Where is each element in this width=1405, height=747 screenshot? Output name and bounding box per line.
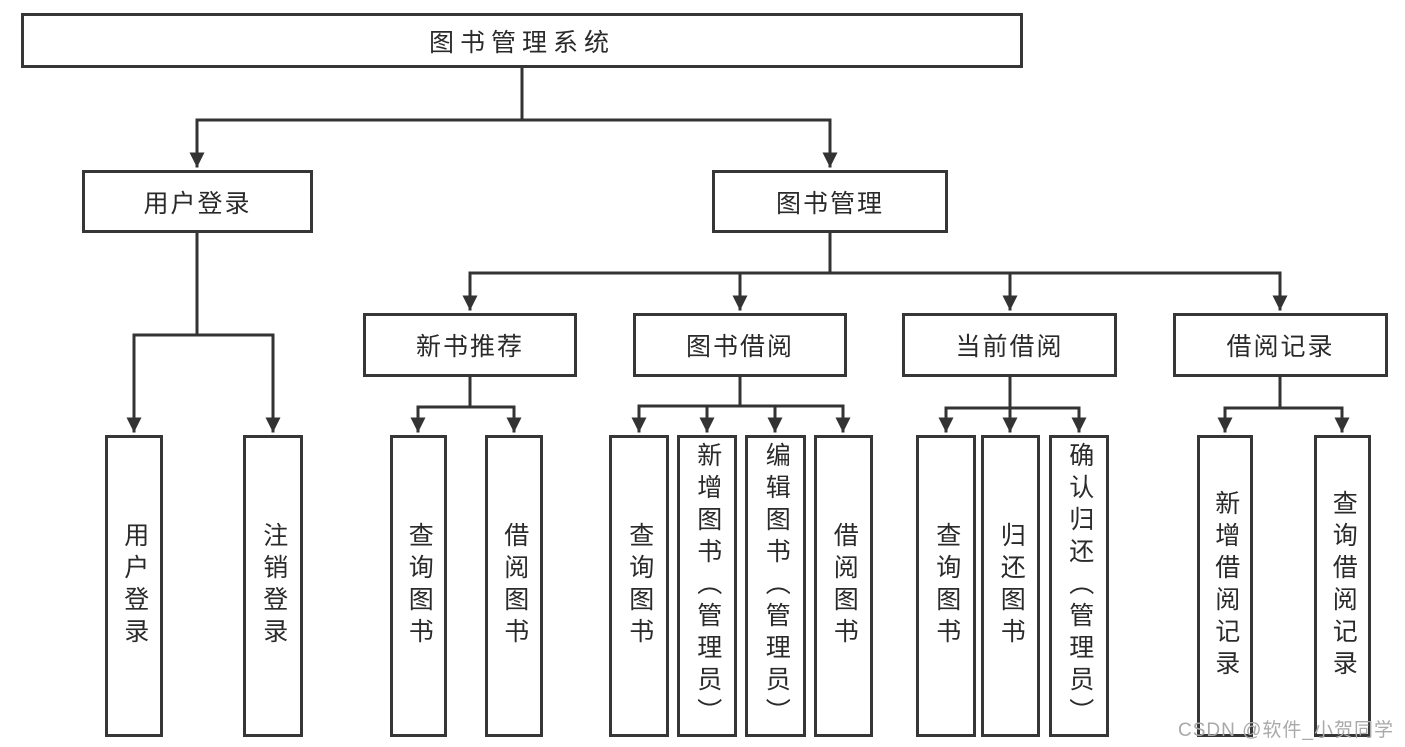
node-label: 图书借阅 [685, 333, 794, 361]
leaf-borrow-books: 借阅图书 [814, 435, 873, 737]
node-label: 新增借阅记录 [1211, 490, 1240, 682]
leaf-query-books: 查询图书 [609, 435, 669, 737]
leaf-logout: 注销登录 [243, 435, 303, 737]
leaf-user-login: 用户登录 [105, 435, 163, 737]
node-label: 编辑图书（管理员） [762, 442, 791, 730]
node-book-borrowing: 图书借阅 [633, 313, 847, 377]
node-current-borrowing: 当前借阅 [902, 313, 1117, 377]
node-label: 查询图书 [625, 522, 654, 650]
leaf-query-borrow-record: 查询借阅记录 [1314, 435, 1371, 737]
node-label: 图书管理系统 [428, 28, 615, 57]
node-label: 新增图书（管理员） [693, 442, 722, 730]
node-label: 当前借阅 [955, 333, 1064, 361]
node-new-book-recommendation: 新书推荐 [363, 313, 577, 377]
node-label: 查询图书 [932, 522, 961, 650]
node-user-login: 用户登录 [82, 170, 313, 233]
leaf-query-books: 查询图书 [916, 435, 976, 737]
node-label: 注销登录 [259, 522, 288, 650]
node-library-management-system: 图书管理系统 [21, 13, 1023, 68]
leaf-add-borrow-record: 新增借阅记录 [1197, 435, 1253, 737]
node-borrowing-records: 借阅记录 [1173, 313, 1388, 377]
node-label: 归还图书 [997, 522, 1026, 650]
node-label: 用户登录 [143, 189, 252, 218]
node-label: 查询图书 [405, 522, 434, 650]
leaf-borrow-books: 借阅图书 [485, 435, 543, 737]
node-label: 借阅图书 [830, 522, 859, 650]
node-label: 用户登录 [120, 522, 149, 650]
node-label: 图书管理 [775, 189, 884, 218]
leaf-edit-books-admin: 编辑图书（管理员） [745, 435, 806, 737]
leaf-add-books-admin: 新增图书（管理员） [677, 435, 737, 737]
node-label: 确认归还（管理员） [1065, 442, 1094, 730]
node-label: 查询借阅记录 [1329, 490, 1358, 682]
leaf-confirm-return-admin: 确认归还（管理员） [1049, 435, 1109, 737]
csdn-watermark: CSDN @软件_小贺同学 [1178, 720, 1394, 741]
leaf-return-books: 归还图书 [981, 435, 1040, 737]
node-label: 借阅图书 [500, 522, 529, 650]
node-label: 借阅记录 [1226, 333, 1335, 361]
node-book-management: 图书管理 [712, 170, 948, 233]
node-label: 新书推荐 [415, 333, 524, 361]
leaf-query-books: 查询图书 [390, 435, 447, 737]
